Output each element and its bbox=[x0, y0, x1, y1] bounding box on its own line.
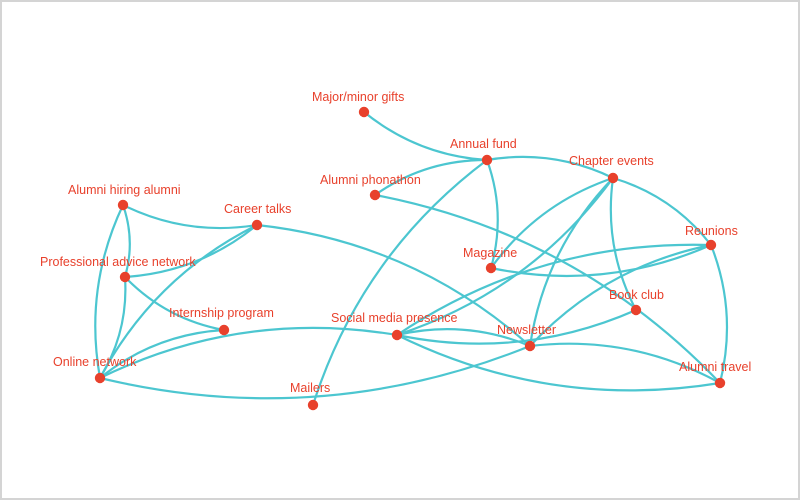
label-internship-program: Internship program bbox=[169, 306, 274, 320]
node-internship-program bbox=[218, 324, 230, 336]
label-magazine: Magazine bbox=[463, 246, 517, 260]
edge-online-network-to-social-media bbox=[98, 326, 399, 380]
node-alumni-hiring-alumni bbox=[117, 199, 129, 211]
edge-alumni-hiring-to-online-network bbox=[94, 203, 125, 380]
edge-career-talks-to-professional-advice bbox=[123, 223, 259, 279]
label-mailers: Mailers bbox=[290, 381, 330, 395]
node-annual-fund bbox=[481, 154, 493, 166]
node-major-gifts bbox=[358, 106, 370, 118]
label-alumni-travel: Alumni travel bbox=[679, 360, 751, 374]
label-chapter-events: Chapter events bbox=[569, 154, 654, 168]
node-online-network bbox=[94, 372, 106, 384]
label-annual-fund: Annual fund bbox=[450, 137, 517, 151]
edge-major-gifts-to-annual-fund bbox=[362, 110, 489, 162]
edge-annual-fund-to-magazine bbox=[485, 158, 499, 270]
label-alumni-phonathon: Alumni phonathon bbox=[320, 173, 421, 187]
edge-annual-fund-to-alumni-phonathon bbox=[373, 158, 489, 197]
label-professional-advice-network: Professional advice network bbox=[40, 255, 196, 269]
node-magazine bbox=[485, 262, 497, 274]
edge-alumni-phonathon-to-alumni-travel bbox=[373, 193, 722, 385]
edge-annual-fund-to-mailers bbox=[311, 158, 489, 407]
label-social-media-presence: Social media presence bbox=[331, 311, 458, 325]
label-major-gifts: Major/minor gifts bbox=[312, 90, 404, 104]
node-reunions bbox=[705, 239, 717, 251]
edge-professional-advice-to-online-network bbox=[98, 275, 127, 380]
edge-social-media-to-alumni-travel bbox=[395, 333, 722, 392]
edges-layer bbox=[94, 110, 729, 407]
node-career-talks bbox=[251, 219, 263, 231]
node-professional-advice-network bbox=[119, 271, 131, 283]
label-alumni-hiring-alumni: Alumni hiring alumni bbox=[68, 183, 181, 197]
node-social-media-presence bbox=[391, 329, 403, 341]
edge-chapter-events-to-newsletter bbox=[528, 176, 615, 348]
node-book-club bbox=[630, 304, 642, 316]
edge-social-media-to-newsletter bbox=[395, 328, 532, 348]
edge-newsletter-to-alumni-travel bbox=[528, 342, 722, 385]
edge-career-talks-to-online-network bbox=[98, 223, 259, 380]
edge-annual-fund-to-chapter-events bbox=[485, 155, 615, 180]
edge-chapter-events-to-reunions bbox=[611, 176, 713, 247]
node-chapter-events bbox=[607, 172, 619, 184]
label-book-club: Book club bbox=[609, 288, 664, 302]
labels-layer: Major/minor gifts Annual fund Chapter ev… bbox=[40, 90, 751, 395]
node-alumni-travel bbox=[714, 377, 726, 389]
edge-reunions-to-social-media bbox=[395, 243, 713, 337]
edge-internship-to-online-network bbox=[98, 328, 226, 380]
edge-professional-advice-to-internship bbox=[123, 275, 226, 332]
edge-alumni-hiring-to-professional-advice bbox=[121, 203, 131, 279]
edge-reunions-to-newsletter bbox=[528, 243, 713, 348]
edge-alumni-hiring-to-career-talks bbox=[121, 203, 259, 230]
node-mailers bbox=[307, 399, 319, 411]
label-reunions: Reunions bbox=[685, 224, 738, 238]
node-newsletter bbox=[524, 340, 536, 352]
nodes-layer bbox=[94, 106, 726, 411]
edge-career-talks-to-newsletter bbox=[255, 223, 532, 348]
label-career-talks: Career talks bbox=[224, 202, 291, 216]
edge-reunions-to-alumni-travel bbox=[709, 243, 729, 385]
edge-chapter-events-to-book-club bbox=[609, 176, 638, 312]
label-newsletter: Newsletter bbox=[497, 323, 556, 337]
node-alumni-phonathon bbox=[369, 189, 381, 201]
label-online-network: Online network bbox=[53, 355, 137, 369]
edge-chapter-events-to-magazine bbox=[489, 176, 615, 270]
